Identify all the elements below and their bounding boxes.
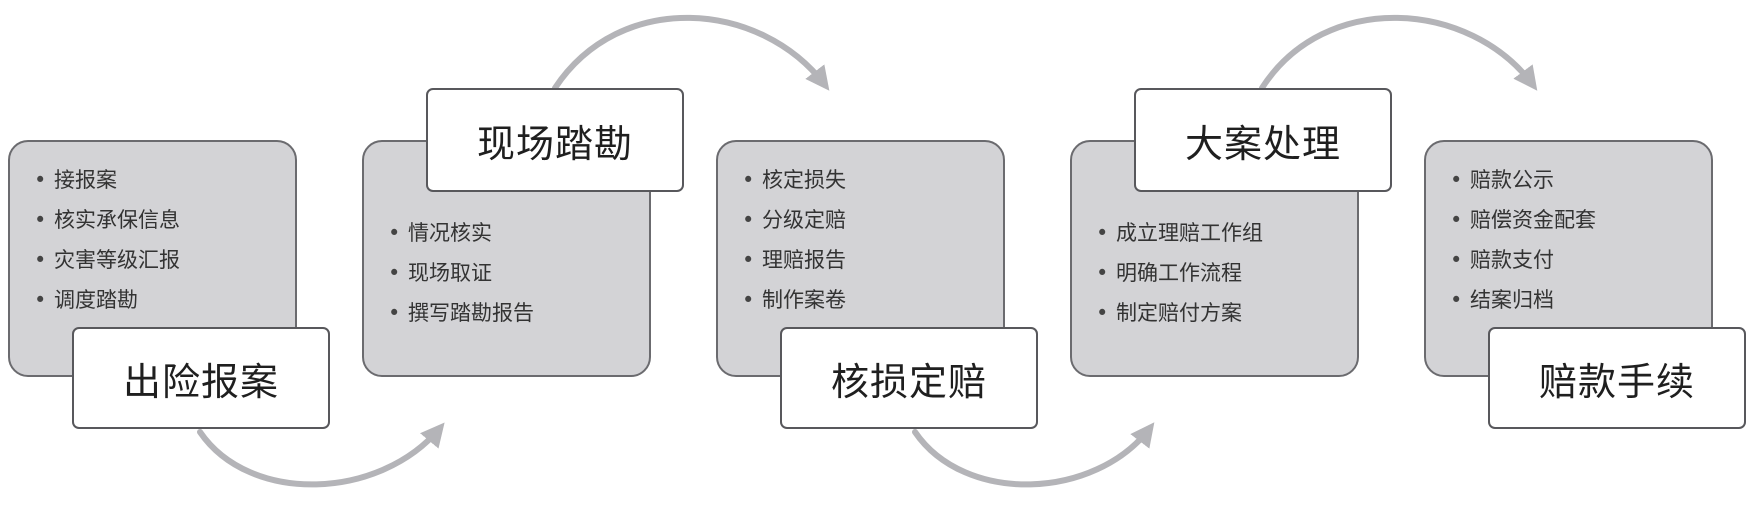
list-item: 接报案 [32, 160, 295, 200]
list-item: 理赔报告 [740, 240, 1003, 280]
list-item: 核定损失 [740, 160, 1003, 200]
list-item: 调度踏勘 [32, 280, 295, 320]
bullet-list: 核定损失 分级定赔 理赔报告 制作案卷 [718, 142, 1003, 320]
list-item: 制定赔付方案 [1094, 293, 1357, 333]
list-item: 明确工作流程 [1094, 253, 1357, 293]
list-item: 分级定赔 [740, 200, 1003, 240]
curved-arrow-icon [912, 422, 1155, 488]
list-item: 撰写踏勘报告 [386, 293, 649, 333]
list-item: 制作案卷 [740, 280, 1003, 320]
step-title-assess: 核损定赔 [780, 327, 1038, 429]
step-title-survey: 现场踏勘 [426, 88, 684, 192]
curved-arrow-icon [197, 422, 445, 488]
list-item: 灾害等级汇报 [32, 240, 295, 280]
list-item: 结案归档 [1448, 280, 1711, 320]
list-item: 现场取证 [386, 253, 649, 293]
curved-arrow-icon [1259, 14, 1538, 91]
list-item: 情况核实 [386, 213, 649, 253]
list-item: 赔偿资金配套 [1448, 200, 1711, 240]
bullet-list: 情况核实 现场取证 撰写踏勘报告 [364, 142, 649, 333]
curved-arrow-icon [552, 14, 830, 91]
bullet-list: 赔款公示 赔偿资金配套 赔款支付 结案归档 [1426, 142, 1711, 320]
step-title-payment: 赔款手续 [1488, 327, 1746, 429]
list-item: 成立理赔工作组 [1094, 213, 1357, 253]
list-item: 核实承保信息 [32, 200, 295, 240]
bullet-list: 成立理赔工作组 明确工作流程 制定赔付方案 [1072, 142, 1357, 333]
step-title-major-case: 大案处理 [1134, 88, 1392, 192]
bullet-list: 接报案 核实承保信息 灾害等级汇报 调度踏勘 [10, 142, 295, 320]
step-box-report: 接报案 核实承保信息 灾害等级汇报 调度踏勘 [8, 140, 297, 377]
list-item: 赔款支付 [1448, 240, 1711, 280]
list-item: 赔款公示 [1448, 160, 1711, 200]
step-title-report: 出险报案 [72, 327, 330, 429]
